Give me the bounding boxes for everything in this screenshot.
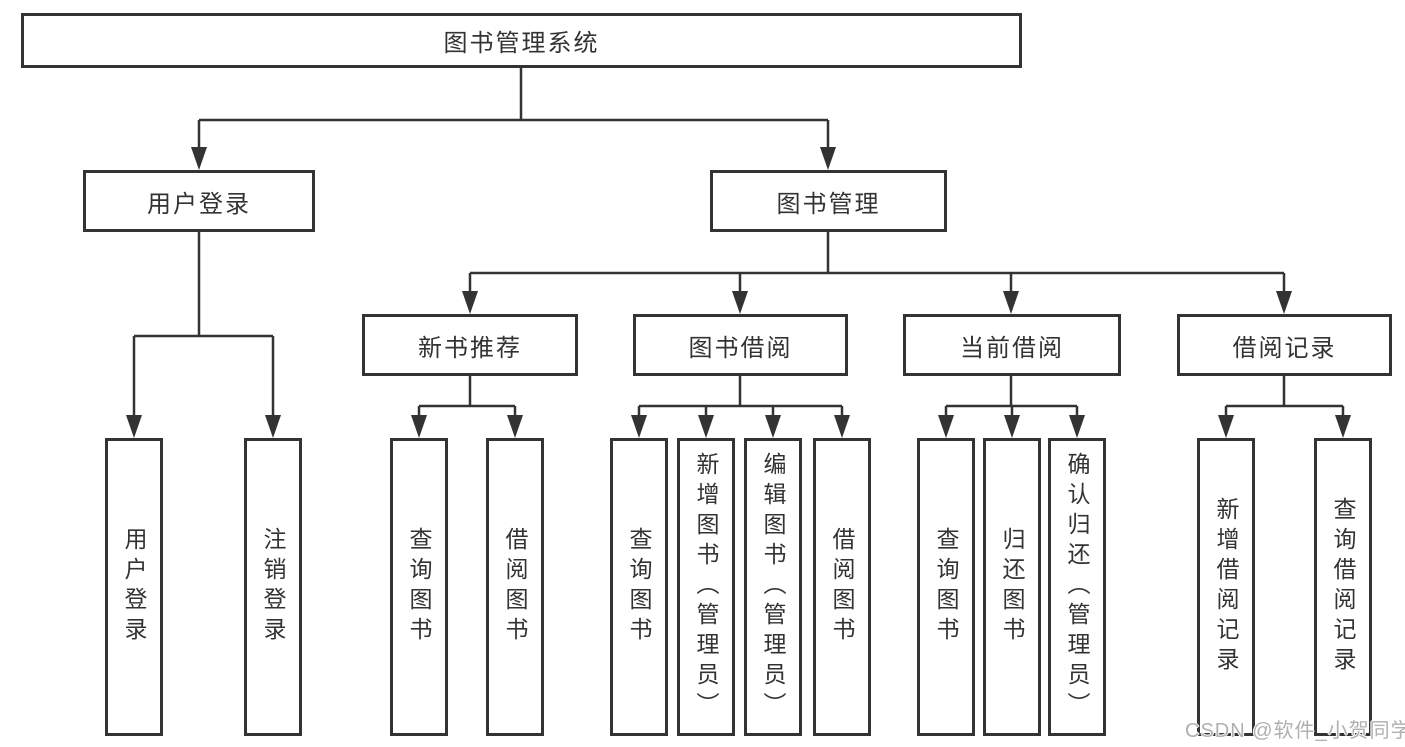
node-nb-query-books-label: 查询图书 [406, 527, 432, 647]
node-user-login: 用户登录 [83, 170, 315, 232]
node-logout-leaf: 注销登录 [244, 438, 302, 736]
node-new-book-recommend-label: 新书推荐 [418, 334, 522, 362]
edge-root-to-level2 [191, 68, 836, 170]
node-library-system: 图书管理系统 [21, 13, 1022, 68]
node-book-borrow-label: 图书借阅 [688, 334, 793, 362]
node-bb-query-books: 查询图书 [610, 438, 668, 736]
node-user-login-leaf: 用户登录 [105, 438, 163, 736]
edge-book-borrow-to-leaves [631, 376, 850, 438]
node-bb-add-books-admin: 新增图书（管理员） [677, 438, 735, 736]
node-library-system-label: 图书管理系统 [443, 30, 600, 57]
node-nb-borrow-books-label: 借阅图书 [502, 527, 528, 647]
node-bb-borrow-books-label: 借阅图书 [829, 527, 855, 647]
edge-new-book-recommend-to-leaves [411, 376, 523, 438]
node-current-borrow: 当前借阅 [903, 314, 1121, 376]
edge-current-borrow-to-leaves [938, 376, 1085, 438]
csdn-watermark: CSDN @软件_小贺同学 [1185, 720, 1405, 742]
edge-user-login-to-leaves [126, 232, 281, 438]
node-cb-return-books: 归还图书 [983, 438, 1041, 736]
node-bb-query-books-label: 查询图书 [626, 527, 652, 647]
node-cb-confirm-return-admin-label: 确认归还（管理员） [1064, 452, 1090, 722]
node-user-login-label: 用户登录 [147, 190, 251, 218]
node-borrow-records: 借阅记录 [1177, 314, 1392, 376]
node-borrow-records-label: 借阅记录 [1232, 334, 1337, 362]
node-br-query-record: 查询借阅记录 [1314, 438, 1372, 736]
node-current-borrow-label: 当前借阅 [960, 334, 1064, 362]
node-book-management: 图书管理 [710, 170, 947, 232]
node-nb-borrow-books: 借阅图书 [486, 438, 544, 736]
node-nb-query-books: 查询图书 [390, 438, 448, 736]
node-br-query-record-label: 查询借阅记录 [1330, 497, 1356, 677]
node-cb-return-books-label: 归还图书 [999, 527, 1025, 647]
edge-borrow-records-to-leaves [1218, 376, 1351, 438]
edge-book-management-to-level3 [462, 232, 1292, 314]
node-logout-leaf-label: 注销登录 [260, 527, 286, 647]
node-cb-query-books: 查询图书 [917, 438, 975, 736]
node-new-book-recommend: 新书推荐 [362, 314, 578, 376]
node-book-management-label: 图书管理 [776, 190, 881, 218]
node-book-borrow: 图书借阅 [633, 314, 848, 376]
node-br-add-record: 新增借阅记录 [1197, 438, 1255, 736]
node-bb-borrow-books: 借阅图书 [813, 438, 871, 736]
node-bb-add-books-admin-label: 新增图书（管理员） [693, 452, 719, 722]
node-cb-confirm-return-admin: 确认归还（管理员） [1048, 438, 1106, 736]
node-bb-edit-books-admin-label: 编辑图书（管理员） [760, 452, 786, 722]
node-user-login-leaf-label: 用户登录 [121, 527, 147, 647]
node-br-add-record-label: 新增借阅记录 [1213, 497, 1239, 677]
node-bb-edit-books-admin: 编辑图书（管理员） [744, 438, 802, 736]
node-cb-query-books-label: 查询图书 [933, 527, 959, 647]
